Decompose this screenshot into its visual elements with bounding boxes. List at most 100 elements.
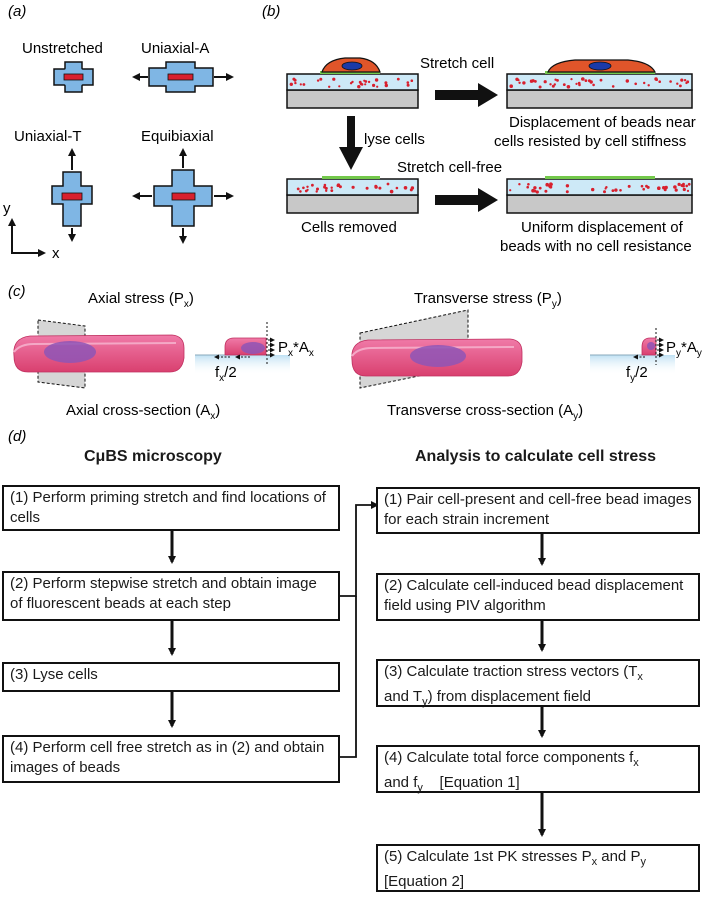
bead	[599, 78, 603, 82]
bead	[316, 187, 319, 191]
bead	[682, 182, 685, 186]
bead	[679, 84, 682, 88]
substrate-cell-free-stretched	[506, 176, 693, 214]
substrate-cells-removed	[286, 176, 419, 214]
bead	[538, 85, 542, 89]
bead	[680, 78, 684, 82]
bead	[306, 188, 309, 191]
bead	[551, 84, 555, 88]
bead	[378, 186, 382, 190]
beads	[289, 77, 414, 89]
bead	[509, 84, 513, 88]
right-step-1: (1) Pair cell-present and cell-free bead…	[376, 487, 700, 534]
bead	[611, 189, 615, 193]
bead	[577, 81, 581, 85]
bead	[549, 83, 552, 86]
bead	[634, 82, 637, 86]
bead	[658, 80, 661, 83]
label-fx-half: fx/2	[215, 364, 237, 384]
left-step-2: (2) Perform stepwise stretch and obtain …	[2, 571, 340, 621]
transverse-cell-3d	[351, 309, 523, 389]
bead	[386, 182, 390, 186]
bead	[527, 183, 530, 186]
bead	[336, 184, 340, 188]
bead	[409, 188, 413, 192]
label-free-result-line2: beads with no cell resistance	[500, 238, 692, 255]
bead	[338, 85, 341, 88]
label-free-result-line1: Uniform displacement of	[521, 219, 684, 236]
bead	[625, 79, 629, 83]
bead	[643, 81, 646, 85]
bead	[306, 185, 309, 188]
bead	[592, 83, 595, 87]
bead	[332, 77, 336, 81]
left-column-title: CμBS microscopy	[84, 448, 222, 465]
left-step-1: (1) Perform priming stretch and find loc…	[2, 485, 340, 531]
label-cell-result-line1: Displacement of beads near	[509, 114, 696, 131]
cruciform-equibiaxial	[132, 148, 234, 244]
panel-c-label: (c)	[8, 283, 26, 300]
bead	[533, 186, 537, 190]
label-px-ax: Px*Ax	[278, 339, 314, 359]
label-axial-cross-section: Axial cross-section (Ax)	[66, 402, 220, 422]
bead	[676, 82, 679, 85]
bead	[642, 187, 645, 191]
bead	[410, 79, 414, 82]
bead	[554, 78, 557, 81]
bead	[364, 83, 367, 86]
right-step-2: (2) Calculate cell-induced bead displace…	[376, 573, 700, 621]
bead	[302, 186, 305, 190]
bead	[657, 186, 661, 190]
arrow-lyse-cells	[339, 116, 363, 170]
bead	[565, 190, 569, 194]
bead	[338, 185, 342, 189]
bead	[406, 81, 410, 84]
bead	[535, 190, 539, 194]
bead	[299, 190, 302, 193]
bead	[663, 188, 667, 192]
bead	[302, 83, 306, 86]
bead	[330, 186, 333, 189]
bead	[359, 82, 363, 86]
bead	[526, 185, 529, 189]
bead	[534, 80, 537, 83]
label-uniaxial-t: Uniaxial-T	[14, 128, 82, 145]
bead	[325, 189, 328, 192]
bead	[565, 184, 570, 188]
bead	[406, 83, 410, 87]
bead	[682, 187, 686, 192]
panel-b-label: (b)	[262, 3, 280, 20]
axis-y-label: y	[3, 200, 11, 217]
bead	[349, 82, 353, 85]
bead	[549, 182, 553, 186]
arrow-stretch-cell	[435, 83, 498, 107]
label-fy-half: fy/2	[626, 364, 648, 384]
bead	[545, 182, 549, 187]
cruciform-uniaxial-a	[132, 61, 234, 93]
axis-x-label: x	[52, 245, 60, 262]
bead	[686, 80, 689, 84]
cruciform-unstretched	[53, 61, 94, 93]
beads	[509, 77, 690, 89]
bead	[619, 189, 622, 192]
bead	[531, 188, 535, 193]
beads	[296, 182, 415, 194]
bead	[289, 82, 293, 87]
bead	[614, 188, 618, 192]
bead	[319, 77, 323, 81]
bead	[330, 189, 334, 193]
bead	[584, 79, 588, 82]
bead	[687, 182, 691, 186]
bead	[627, 184, 631, 188]
label-py-ay: Py*Ay	[666, 339, 702, 359]
bead	[655, 78, 658, 81]
bead	[566, 85, 571, 89]
bead	[376, 85, 379, 88]
right-column-title: Analysis to calculate cell stress	[415, 448, 657, 465]
right-step-3: (3) Calculate traction stress vectors (T…	[376, 659, 700, 708]
bead	[384, 83, 388, 88]
bead	[669, 80, 672, 83]
label-transverse-cross-section: Transverse cross-section (Ay)	[387, 402, 583, 422]
